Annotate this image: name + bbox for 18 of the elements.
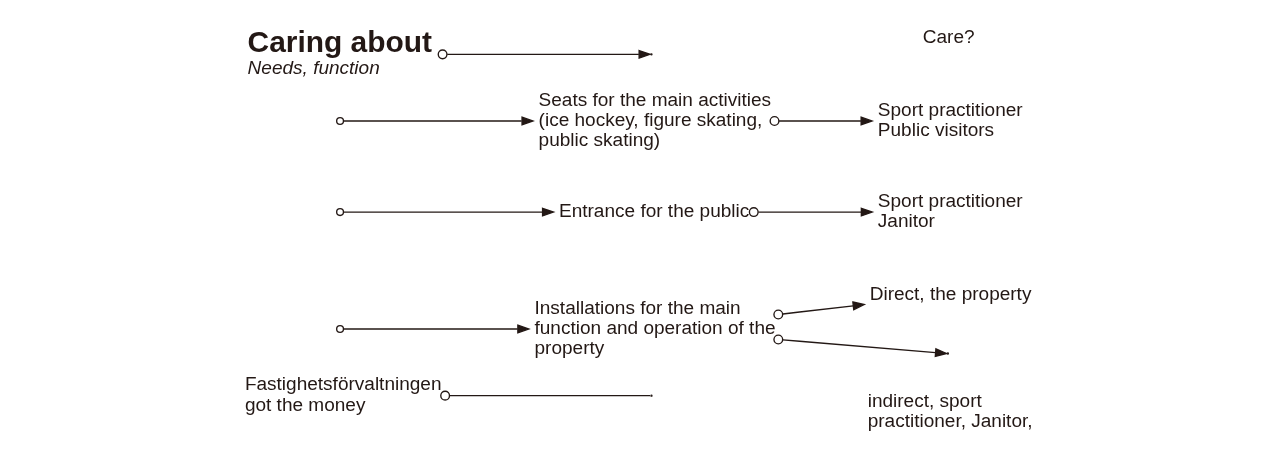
label: Care? — [922, 26, 975, 48]
node-text: Entrance for the public — [558, 200, 749, 222]
arrow — [772, 301, 866, 320]
arrow — [342, 207, 555, 217]
arrow — [342, 116, 535, 126]
node-text: Direct, the property — [869, 283, 1031, 305]
arrow — [342, 324, 531, 334]
node-text: Caring about Needs, function — [247, 25, 432, 78]
node-text: Fastighetsförvaltningen got the money — [244, 373, 441, 415]
arrow — [769, 115, 874, 126]
arrow — [781, 339, 949, 358]
node-text: Sport practitioner Public visitors — [877, 98, 1023, 141]
connector — [448, 394, 651, 397]
node-text: Sport practitioner Janitor — [877, 189, 1023, 232]
node-text: Installations for the main function and operation of the property — [534, 296, 776, 359]
node-text: indirect, sport practitioner, Janitor, — [867, 389, 1033, 432]
arrow — [748, 207, 874, 218]
node-text: Seats for the main activities (ice hockey, figure skating, public skating) — [538, 88, 771, 151]
